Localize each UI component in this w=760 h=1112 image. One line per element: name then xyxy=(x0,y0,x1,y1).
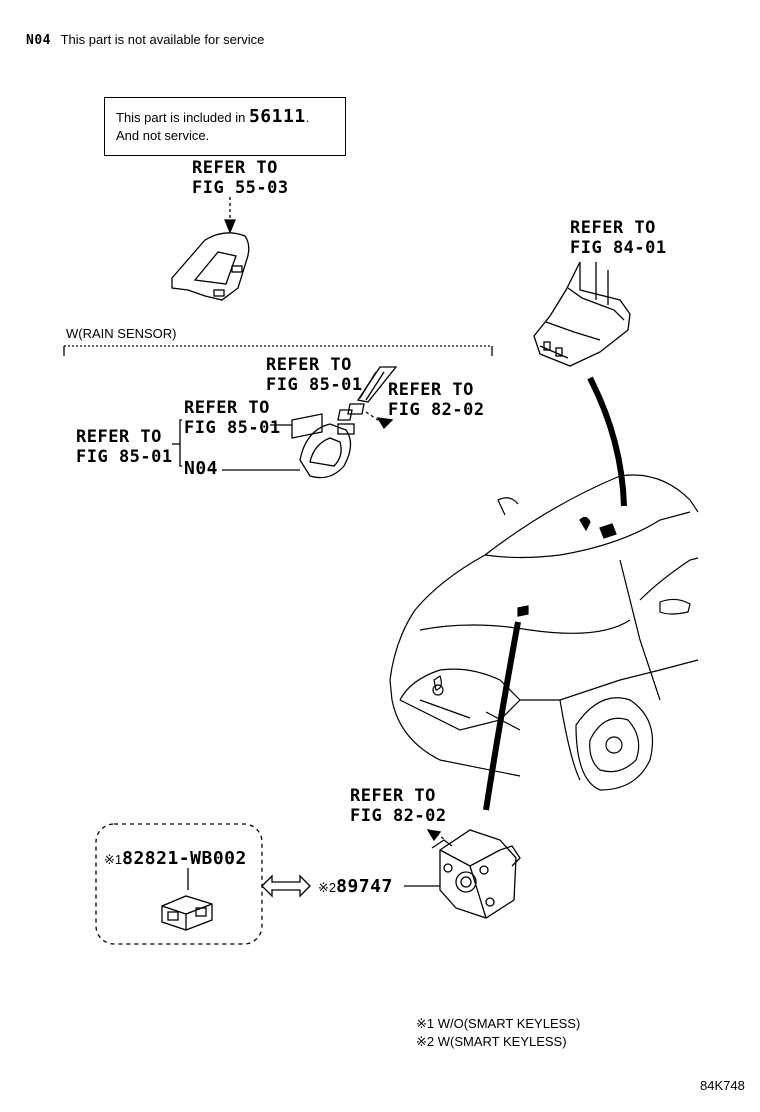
service-note-code: N04 xyxy=(26,33,51,48)
rain-sensor-bracket xyxy=(63,345,493,356)
part-number: 89747 xyxy=(336,876,393,897)
module-leader xyxy=(483,621,521,811)
refer-fig-85-01-middle: REFER TO FIG 85-01 xyxy=(184,398,281,438)
part-89747: ※289747 xyxy=(318,876,393,897)
n04-callout: N04 xyxy=(184,458,219,479)
refer-fig-82-02-lower: REFER TO FIG 82-02 xyxy=(350,786,447,826)
refer-label: REFER TO xyxy=(388,380,474,400)
legend-note-2: ※2 W(SMART KEYLESS) xyxy=(416,1034,567,1049)
option-box xyxy=(95,823,263,945)
refer-fig-55-03: REFER TO FIG 55-03 xyxy=(192,158,289,198)
car-drawing xyxy=(389,474,699,791)
refer-label: REFER TO xyxy=(350,786,436,806)
included-part-box xyxy=(104,97,346,156)
service-note: N04 This part is not available for servi… xyxy=(26,32,264,48)
refer-fig-number: FIG 84-01 xyxy=(570,238,667,258)
refer-fig-84-01: REFER TO FIG 84-01 xyxy=(570,218,667,258)
refer-fig-number: FIG 82-02 xyxy=(350,806,447,826)
included-text: This part is included in xyxy=(116,110,246,125)
part-number: 82821-WB002 xyxy=(122,848,247,869)
part-note-mark: ※2 xyxy=(318,880,337,895)
part-note-mark: ※1 xyxy=(104,852,123,867)
refer-fig-number: FIG 85-01 xyxy=(76,447,173,467)
part-82821-wb002: ※182821-WB002 xyxy=(104,848,247,869)
refer-fig-85-01-upper: REFER TO FIG 85-01 xyxy=(266,355,363,395)
legend-note-1: ※1 W/O(SMART KEYLESS) xyxy=(416,1016,581,1031)
included-part-line2: And not service. xyxy=(116,128,210,143)
refer-fig-85-01-left: REFER TO FIG 85-01 xyxy=(76,427,173,467)
refer-label: REFER TO xyxy=(192,158,278,178)
console-leader xyxy=(587,376,627,507)
overhead-console-drawing xyxy=(533,261,631,367)
refer-label: REFER TO xyxy=(570,218,656,238)
included-part-line1: This part is included in 56111. xyxy=(116,106,309,127)
refer-label: REFER TO xyxy=(76,427,162,447)
refer-fig-number: FIG 85-01 xyxy=(266,375,363,395)
rain-sensor-label: W(RAIN SENSOR) xyxy=(66,326,177,341)
figure-id: 84K748 xyxy=(700,1078,745,1093)
service-note-text: This part is not available for service xyxy=(60,32,265,47)
mirror-housing-drawing xyxy=(171,197,250,301)
refer-fig-82-02-upper: REFER TO FIG 82-02 xyxy=(388,380,485,420)
refer-fig-number: FIG 55-03 xyxy=(192,178,289,198)
refer-fig-number: FIG 85-01 xyxy=(184,418,281,438)
refer-fig-number: FIG 82-02 xyxy=(388,400,485,420)
refer-label: REFER TO xyxy=(266,355,352,375)
rain-sensor-drawing xyxy=(291,366,398,479)
ref-bracket-lines xyxy=(172,419,300,471)
included-part-number: 56111 xyxy=(248,106,306,127)
connector-drawing xyxy=(161,868,213,931)
included-period: . xyxy=(305,110,310,125)
lock-module-drawing xyxy=(404,829,521,919)
refer-label: REFER TO xyxy=(184,398,270,418)
interchange-arrow xyxy=(261,874,311,898)
